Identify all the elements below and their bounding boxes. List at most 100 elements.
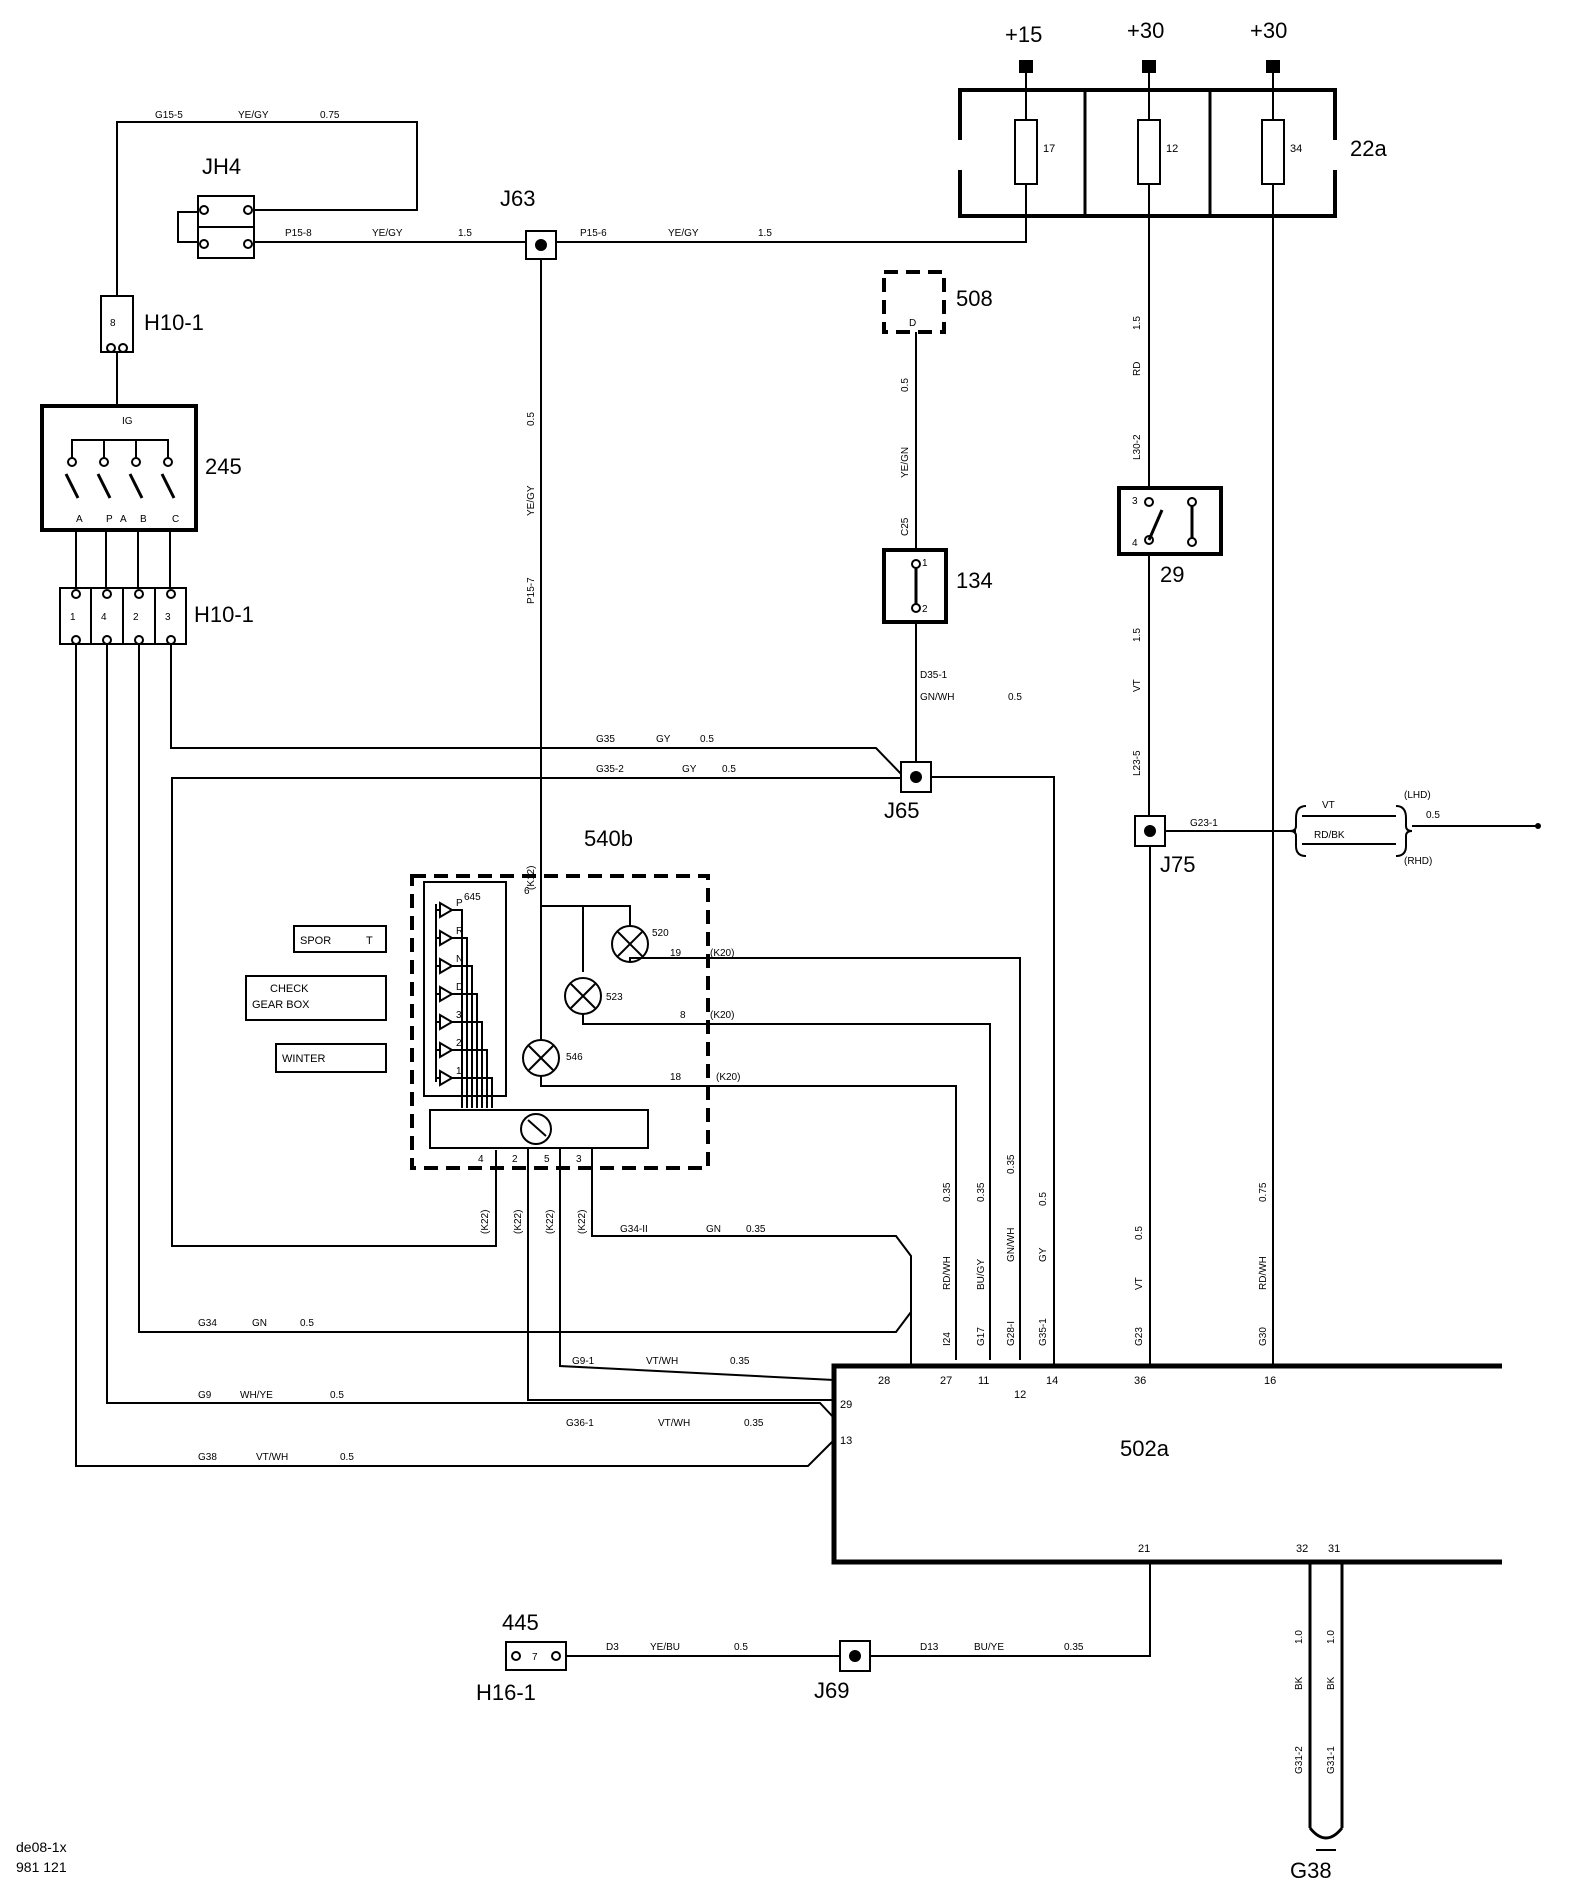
ignition-switch-245: IG A P A B C 245 [40,404,242,532]
wire-d13-size: 0.35 [1064,1642,1084,1653]
jh4-label: JH4 [202,154,241,179]
relay-id: 29 [1160,562,1184,587]
led-diode-icon [439,901,454,919]
c445-pin: 7 [532,1652,538,1663]
wire-g38-size: 0.5 [340,1452,354,1463]
led-label: P [456,898,463,909]
relay-29: 3 4 29 [1117,486,1223,587]
led-label: D [456,982,463,993]
wire-rd30-size: 1.5 [1132,316,1143,330]
v124-color: RD/WH [942,1256,953,1290]
wire-g9-color: WH/YE [240,1390,273,1401]
k22-3: (K22) [545,1210,556,1234]
ecu-pin-12: 12 [1014,1389,1026,1401]
wire-g9: G9 [198,1390,212,1401]
wire-p15-8-color: YE/GY [372,228,403,239]
k22-1: (K22) [480,1210,491,1234]
wire-g23-1: G23-1 [1190,818,1218,829]
wire-c25-color: YE/GN [900,447,911,478]
wire-g9-size: 0.5 [330,1390,344,1401]
wire-d35-color: GN/WH [920,692,954,703]
led-diode-icon [439,985,454,1003]
ignition-pin-a2: A [120,514,127,525]
junction-j63: J63 [500,186,557,260]
g31-1-size: 1.0 [1326,1630,1337,1644]
fuse-17-label: 17 [1043,143,1055,155]
wire-g38: G38 [198,1452,217,1463]
wire-g23-size: 0.5 [1426,810,1440,821]
v30-code: G30 [1258,1327,1269,1346]
rhd-label: (RHD) [1404,856,1432,867]
c445-id: 445 [502,1610,539,1635]
fuse-34-label: 34 [1290,143,1302,155]
h10-top-label: H10-1 [144,310,204,335]
k20-2: (K20) [710,1010,734,1021]
wire-g15-5-size: 0.75 [320,110,340,121]
wire-rd30-color: RD [1132,362,1143,376]
wire-g9-1-size: 0.35 [730,1356,750,1367]
ignition-pin-a: A [76,514,83,525]
led-diode-icon [439,1041,454,1059]
h10-pin-3: 3 [165,612,171,623]
connector-h10-1-bottom: 1 4 2 3 H10-1 [59,587,254,645]
wire-g35-color: GY [656,734,671,745]
g31-1: G31-1 [1326,1746,1337,1774]
led-diode-icon [439,929,454,947]
wire-p15-8-size: 1.5 [458,228,472,239]
wire-p15-7-color: YE/GY [526,485,537,516]
ecu-pin-28: 28 [878,1375,890,1387]
wire-g34-size: 0.5 [300,1318,314,1329]
lhd-label: (LHD) [1404,790,1431,801]
wire-g34-color: GN [252,1318,267,1329]
wire-g9-1-color: VT/WH [646,1356,678,1367]
ecu-pin-29: 29 [840,1399,852,1411]
v17-size: 0.35 [976,1182,987,1202]
wire-l30-2: L30-2 [1132,434,1143,460]
indicator-t: T [366,935,373,947]
wire-g34-ii: G34-II [620,1224,648,1235]
v17-color: BU/GY [976,1259,987,1290]
component-508: D 508 [882,270,993,334]
g31-2: G31-2 [1294,1746,1305,1774]
ignition-ig-pin: IG [122,416,133,427]
supply-30-label: +30 [1127,18,1164,43]
v23-size: 0.5 [1134,1226,1145,1240]
junction-j65: J65 [884,761,932,823]
k22-2: (K22) [513,1210,524,1234]
v28-color: GN/WH [1006,1228,1017,1262]
v35-code: G35-1 [1038,1318,1049,1346]
v23-color: VT [1134,1277,1145,1290]
ignition-pin-p: P [106,514,113,525]
wire-c25-size: 0.5 [900,378,911,392]
j65-label: J65 [884,798,919,823]
wire-d3-size: 0.5 [734,1642,748,1653]
led-645: 645 [464,892,481,903]
v124-size: 0.35 [942,1182,953,1202]
v28-code: G28-I [1006,1321,1017,1346]
v17-code: G17 [976,1327,987,1346]
led-label: R [456,926,463,937]
wire-g34-ii-color: GN [706,1224,721,1235]
v35-size: 0.5 [1038,1192,1049,1206]
k20-3: (K20) [716,1072,740,1083]
footer-code: de08-1x [16,1839,67,1855]
c540b-pin-6: 6 [524,886,530,897]
pin-5: 5 [544,1154,550,1165]
supply-30b-label: +30 [1250,18,1287,43]
wire-g15-5-color: YE/GY [238,110,269,121]
wire-p15-6-color: YE/GY [668,228,699,239]
j75-label: J75 [1160,852,1195,877]
ecu-pin-16: 16 [1264,1375,1276,1387]
fuse-12-label: 12 [1166,143,1178,155]
v124-code: I24 [942,1332,953,1346]
wire-d35: D35-1 [920,670,948,681]
led-label: 1 [456,1066,462,1077]
wire-g15-5: G15-5 [155,110,183,121]
footer-number: 981 121 [16,1859,67,1875]
ecu-pin-21: 21 [1138,1543,1150,1555]
connector-jh4: JH4 [177,154,255,259]
ground-g38: G38 [1290,1858,1332,1883]
ecu-pin-13: 13 [840,1435,852,1447]
